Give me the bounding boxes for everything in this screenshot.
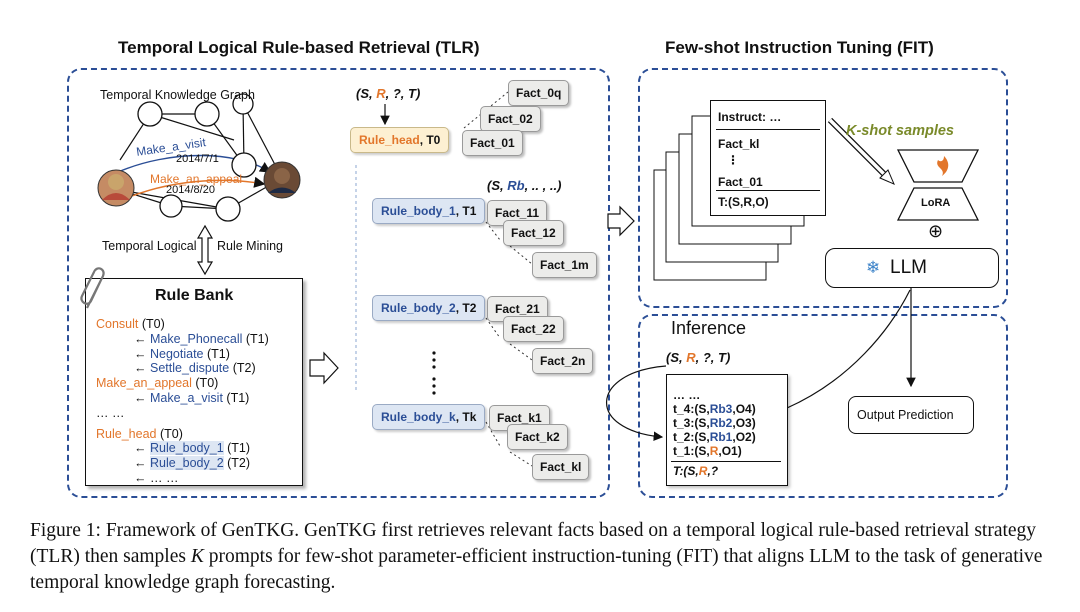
fit-front-card: Instruct: … Fact_kl ⋮ Fact_01 T:(S,R,O) <box>710 100 826 216</box>
tkg-nodes <box>137 93 257 222</box>
hollow-arrow-2 <box>607 205 635 237</box>
prompt-last-line: T:(S,R,? <box>673 464 719 478</box>
rule-bank-line: Rule_head (T0) <box>96 426 183 441</box>
edge-date-visit: 2014/7/1 <box>176 153 219 165</box>
fact-01: Fact_01 <box>462 130 523 156</box>
lora-label: LoRA <box>921 197 951 209</box>
prompt-line: t_1:(S,R,O1) <box>673 444 742 458</box>
rule-bank-line: ← Make_Phonecall (T1) <box>134 331 269 346</box>
fact-k2: Fact_k2 <box>507 424 568 450</box>
fit-title: Few-shot Instruction Tuning (FIT) <box>665 38 934 57</box>
plus-icon: ⊕ <box>928 221 944 241</box>
rule-head-box: Rule_head, T0 <box>350 127 450 153</box>
mining-double-arrow <box>196 224 214 276</box>
inference-title: Inference <box>671 318 747 338</box>
rule-bank-title: Rule Bank <box>155 287 234 304</box>
prompt-line: t_3:(S,Rb2,O3) <box>673 416 756 430</box>
fit-panel <box>638 68 1008 308</box>
rule-body-1: Rule_body_1, T1 <box>372 198 486 224</box>
rule-bank-line: … … <box>96 405 125 420</box>
fact-02: Fact_02 <box>480 106 541 132</box>
tlr-panel <box>67 68 610 498</box>
hollow-arrow-1 <box>309 351 339 385</box>
edge-make-an-appeal <box>131 176 266 197</box>
mining-label-left: Temporal Logical <box>102 239 197 253</box>
output-prediction-box: Output Prediction <box>848 396 974 434</box>
rule-bank-line: ← … … <box>134 471 179 485</box>
tlr-title: Temporal Logical Rule-based Retrieval (T… <box>118 38 480 57</box>
rule-bank-line: Make_an_appeal (T0) <box>96 376 219 391</box>
fact-2n: Fact_2n <box>532 348 594 374</box>
inference-query: (S, R, ?, T) <box>666 350 731 365</box>
figure-caption: Figure 1: Framework of GenTKG. GenTKG fi… <box>30 520 1043 593</box>
prompt-line: t_2:(S,Rb1,O2) <box>673 430 756 444</box>
mining-label-right: Rule Mining <box>217 239 284 253</box>
output-prediction-label: Output Prediction <box>857 408 954 422</box>
rule-body-k: Rule_body_k, Tk <box>372 404 486 430</box>
rule-bank-line: ← Negotiate (T1) <box>134 346 230 361</box>
fact-1m: Fact_1m <box>532 252 597 278</box>
fact-22: Fact_22 <box>503 316 564 342</box>
kshot-label: K-shot samples <box>846 123 954 139</box>
snowflake-icon: ❄ <box>866 258 881 277</box>
fact-kl: Fact_kl <box>532 454 590 480</box>
paperclip-icon <box>80 267 105 309</box>
lora-top-trapezoid <box>896 149 980 183</box>
rule-bank-line: ← Rule_body_2 (T2) <box>134 456 251 471</box>
fact-0q: Fact_0q <box>508 80 570 106</box>
fact-12: Fact_12 <box>503 220 564 246</box>
flame-icon <box>937 156 949 176</box>
inference-prompt-card: … … t_4:(S,Rb3,O4)t_3:(S,Rb2,O3)t_2:(S,R… <box>666 374 788 486</box>
rule-bank-line: ← Rule_body_1 (T1) <box>134 441 251 456</box>
rule-bank-line: ← Settle_dispute (T2) <box>134 361 256 376</box>
inference-panel <box>638 314 1008 498</box>
rule-body-2: Rule_body_2, T2 <box>372 295 486 321</box>
tlr-query: (S, R, ?, T) <box>356 86 421 101</box>
rule-bank-line: Consult (T0) <box>96 317 165 331</box>
lora-bottom-trapezoid <box>896 187 980 221</box>
edge-label-appeal: Make_an_appeal <box>150 172 243 186</box>
llm-box: ❄ LLM <box>825 248 999 288</box>
rule-bank-line: ← Make_a_visit (T1) <box>134 391 250 405</box>
edge-date-appeal: 2014/8/20 <box>166 184 215 196</box>
llm-label: LLM <box>890 257 927 278</box>
tkg-label: Temporal Knowledge Graph <box>100 88 255 102</box>
prompt-line: t_4:(S,Rb3,O4) <box>673 402 756 416</box>
rule-bank-lines: Consult (T0)← Make_Phonecall (T1)← Negot… <box>96 317 296 485</box>
sbq-query: (S, Rb, .. , ..) <box>487 178 562 193</box>
